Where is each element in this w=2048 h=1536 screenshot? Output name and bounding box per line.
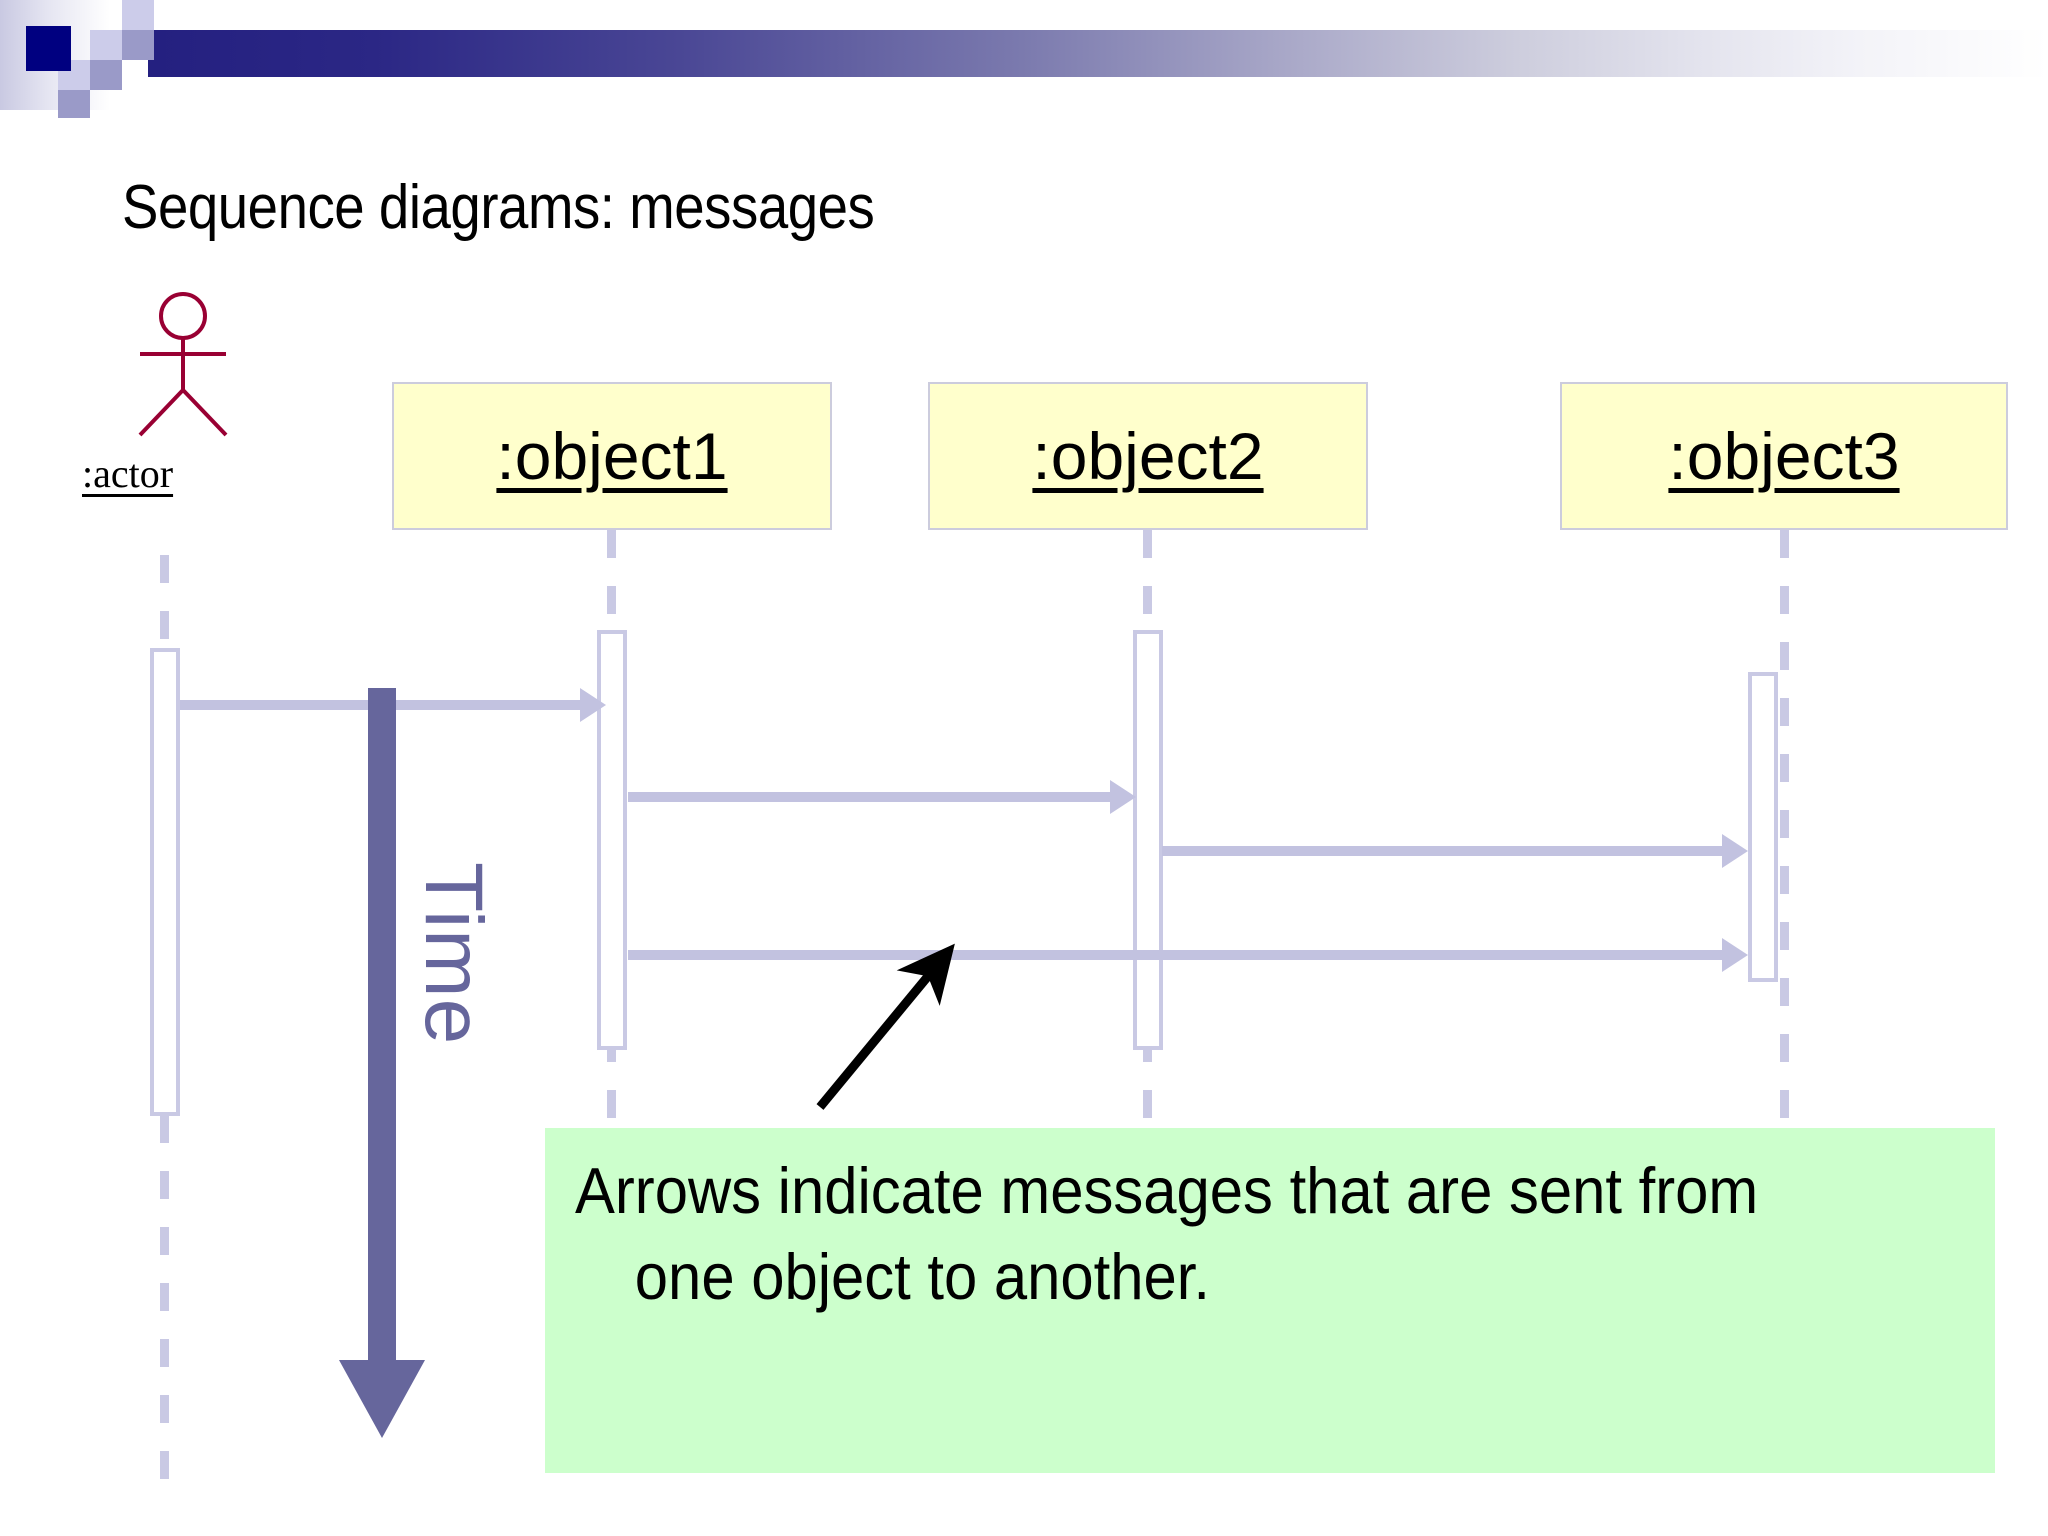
time-arrow-shaft	[368, 700, 396, 1360]
object-label-object2: :object2	[1032, 419, 1264, 493]
object-label-object1: :object1	[496, 419, 728, 493]
object3-lifeline	[1780, 530, 1789, 1130]
message-line-object2-to-object3	[1162, 846, 1722, 856]
actor-label: :actor	[82, 451, 174, 496]
message-arrowhead-object2-to-object3	[1722, 834, 1748, 868]
actor-activation-bar	[150, 648, 180, 1116]
message-arrowhead-object1-to-object2	[1110, 780, 1136, 814]
object-box-object1[interactable]: :object1	[392, 382, 832, 530]
callout-pointer-arrow-icon	[790, 925, 1000, 1140]
object2-activation-bar	[1133, 630, 1163, 1050]
header-decoration	[0, 0, 2048, 118]
deco-block-mid-f	[58, 90, 90, 118]
time-axis-label: Time	[408, 862, 499, 1046]
object-box-object2[interactable]: :object2	[928, 382, 1368, 530]
callout-box: Arrows indicate messages that are sent f…	[545, 1128, 1995, 1473]
message-arrowhead-object1-to-object3	[1722, 938, 1748, 972]
page-title: Sequence diagrams: messages	[122, 173, 875, 242]
message-line-object1-to-object3	[628, 950, 1722, 960]
object3-activation-bar	[1748, 672, 1778, 982]
object-box-object3[interactable]: :object3	[1560, 382, 2008, 530]
message-arrowhead-actor-to-object1	[580, 688, 606, 722]
header-gradient-bar	[148, 30, 2048, 77]
message-line-object1-to-object2	[628, 792, 1110, 802]
deco-block-mid-e	[90, 60, 122, 90]
object-label-object3: :object3	[1668, 419, 1900, 493]
actor-stick-figure-icon	[118, 290, 248, 445]
deco-block-pale-a	[122, 0, 154, 30]
time-arrow-tick	[368, 688, 396, 702]
deco-block-navy-square	[26, 26, 71, 71]
callout-text: Arrows indicate messages that are sent f…	[575, 1154, 1759, 1314]
deco-block-pale-b	[90, 30, 122, 60]
deco-block-mid-c	[122, 30, 154, 60]
time-arrow-head	[339, 1360, 425, 1438]
